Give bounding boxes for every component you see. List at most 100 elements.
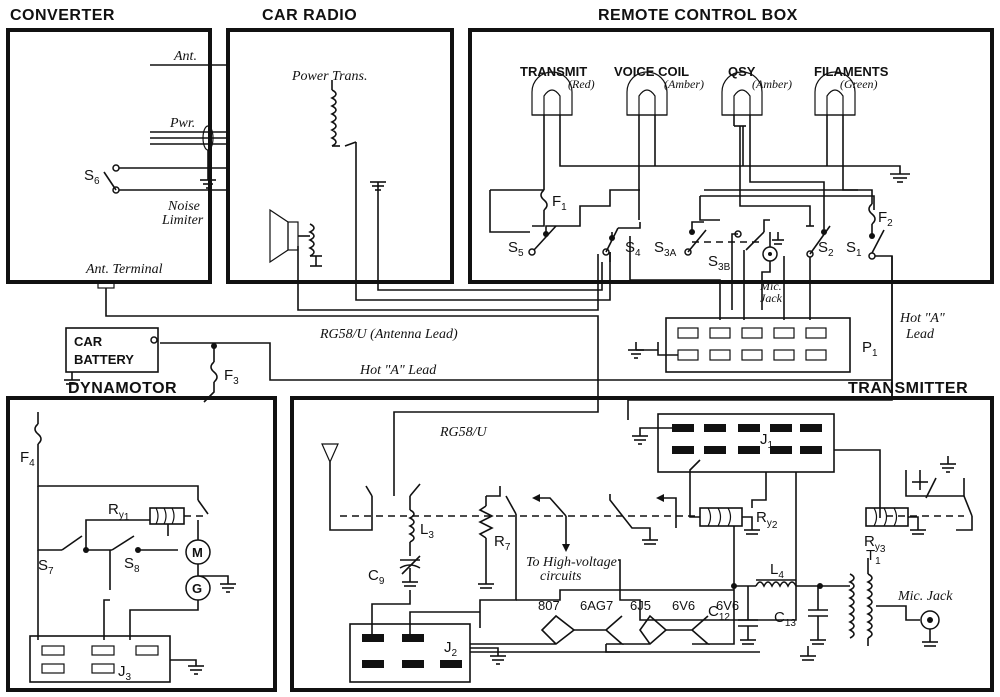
- converter-pwr-label: Pwr.: [169, 116, 195, 131]
- lamp-qsy: [721, 71, 763, 126]
- fuse-f2-label: F2: [878, 209, 893, 229]
- antenna: [321, 443, 373, 531]
- switch-s4: [602, 222, 641, 256]
- power-trans-label: Power Trans.: [291, 69, 367, 84]
- hot-a-right-label-1: Hot "A": [899, 311, 945, 326]
- switch-s5-label: S5: [508, 239, 524, 259]
- relay-ry3: [865, 507, 926, 535]
- switch-s3a-label: S3A: [654, 239, 677, 259]
- relay-ry1-label: Ry1: [108, 501, 130, 523]
- tube-6j5: 6J5: [630, 598, 651, 613]
- header-converter: CONVERTER: [10, 7, 115, 24]
- lamp-voice-coil: [626, 71, 668, 220]
- switch-s3a: [684, 221, 707, 256]
- generator: [185, 575, 211, 601]
- lamp-filaments-color: (Green): [840, 77, 878, 91]
- switch-s1: [627, 229, 893, 420]
- lamp-filaments: [814, 71, 856, 126]
- resistor-r7: [478, 486, 517, 628]
- hv-label-1: To High-voltage: [526, 555, 617, 570]
- relay-ry2: [689, 459, 760, 586]
- capacitor-c9-label: C9: [368, 567, 385, 587]
- tube-6ag7: 6AG7: [580, 598, 613, 613]
- ry3-contacts: [905, 456, 973, 531]
- jack-j1-label: J1: [760, 431, 774, 451]
- header-transmitter: TRANSMITTER: [848, 380, 968, 397]
- coil-l4-label: L4: [770, 561, 784, 581]
- remote-to-p1: [609, 236, 811, 320]
- remote-mic-jack: [761, 232, 784, 310]
- lamp-transmit-color: (Red): [568, 77, 595, 91]
- remote-mic-jack-label-2: Jack: [760, 291, 783, 305]
- speaker: [269, 208, 599, 311]
- motor-label: M: [192, 545, 203, 560]
- fuse-f1-label: F1: [552, 193, 567, 213]
- dynamotor-box: [6, 396, 277, 692]
- car-battery: [64, 327, 217, 385]
- lamp-filaments-label: FILAMENTS: [814, 64, 889, 79]
- capacitor-c13: [800, 586, 828, 661]
- converter-noise-label: Noise: [167, 199, 200, 214]
- lamp-qsy-color: (Amber): [752, 77, 792, 91]
- remote-control-box: [468, 28, 994, 284]
- jack-j2-label: J2: [444, 639, 458, 659]
- switch-s2-label: S2: [818, 239, 834, 259]
- transmitter-mic-jack-label: Mic. Jack: [897, 589, 953, 604]
- header-car-radio: CAR RADIO: [262, 7, 357, 24]
- lamp-common-bus: [559, 125, 910, 221]
- hot-a-lead-label: Hot "A" Lead: [359, 363, 437, 378]
- header-remote-control-box: REMOTE CONTROL BOX: [598, 7, 798, 24]
- converter-limiter-label: Limiter: [161, 213, 204, 228]
- transmitter-box: [290, 396, 994, 692]
- switch-s5: [528, 189, 640, 256]
- resistor-r7-label: R7: [494, 533, 511, 553]
- switch-s8-label: S8: [124, 555, 140, 575]
- tube-6v6-b: 6V6: [716, 598, 739, 613]
- converter-ant-label: Ant.: [173, 49, 197, 64]
- switch-s7-label: S7: [38, 557, 54, 577]
- switch-s4-label: S4: [625, 239, 641, 259]
- fuse-f4-label: F4: [20, 449, 35, 469]
- lamp-qsy-label: QSY: [728, 64, 756, 79]
- remote-mic-jack-label-1: Mic.: [759, 279, 782, 293]
- coil-l3: [393, 424, 421, 556]
- capacitor-c12-label: C12: [708, 603, 730, 623]
- tube-6v6-a: 6V6: [672, 598, 695, 613]
- jack-j1: [618, 413, 881, 621]
- relay-contacts-mid: [609, 494, 677, 545]
- plug-p1-label: P1: [862, 339, 878, 359]
- hot-a-right-label-2: Lead: [905, 327, 935, 342]
- transformer-t1-label: T1: [866, 547, 881, 567]
- lamp-voice-coil-color: (Amber): [664, 77, 704, 91]
- coil-l4: [731, 579, 850, 589]
- lamp-transmit: [531, 71, 573, 166]
- rg58-label: RG58/U: [439, 425, 488, 440]
- power-transformer: [330, 80, 611, 301]
- hot-a-lead: [160, 342, 892, 381]
- radio-ground: [370, 181, 603, 291]
- header-dynamotor: DYNAMOTOR: [68, 380, 177, 397]
- battery-line1: CAR: [74, 334, 103, 349]
- fuse-f3-label: F3: [224, 367, 239, 387]
- switch-s6: [103, 164, 150, 194]
- capacitor-c9: [399, 555, 421, 587]
- tube-807: 807: [538, 598, 560, 613]
- generator-label: G: [192, 581, 202, 596]
- relay-ry2-label: Ry2: [756, 509, 778, 531]
- switch-s1-label: S1: [846, 239, 862, 259]
- heater-chain: [470, 586, 760, 653]
- jack-j3-label: J3: [118, 663, 132, 683]
- car-radio-box: [226, 28, 454, 284]
- transformer-t1: [848, 558, 920, 646]
- switch-s2: [806, 215, 831, 315]
- fuse-f3: [203, 348, 218, 403]
- battery-line2: BATTERY: [74, 352, 134, 367]
- lamp-voice-coil-label: VOICE COIL: [614, 64, 689, 79]
- relay-ry3-label: Ry3: [864, 533, 886, 555]
- hv-label-2: circuits: [540, 569, 582, 584]
- capacitor-c13-label: C13: [774, 609, 796, 629]
- transmitter-mic-jack: [920, 610, 940, 647]
- rg58-antenna-lead-label: RG58/U (Antenna Lead): [319, 327, 458, 342]
- converter-ant-terminal-label: Ant. Terminal: [85, 262, 163, 277]
